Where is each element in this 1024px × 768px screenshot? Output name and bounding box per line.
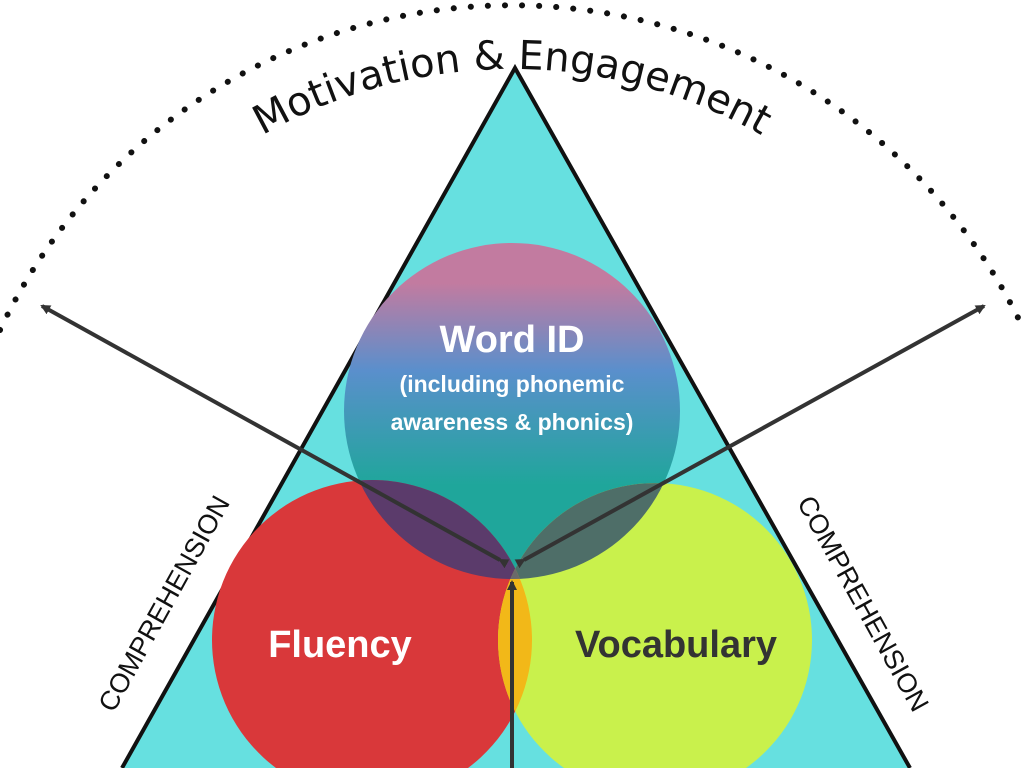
- dotted-arc: [0, 2, 1024, 333]
- arrow-right: [514, 304, 986, 569]
- vocabulary-label: Vocabulary: [575, 624, 777, 666]
- word-id-label: Word ID: [440, 319, 585, 361]
- fluency-label: Fluency: [268, 624, 412, 666]
- word-id-sub1: (including phonemic: [400, 371, 625, 397]
- arrow-left: [40, 304, 510, 569]
- word-id-sub2: awareness & phonics): [391, 409, 634, 435]
